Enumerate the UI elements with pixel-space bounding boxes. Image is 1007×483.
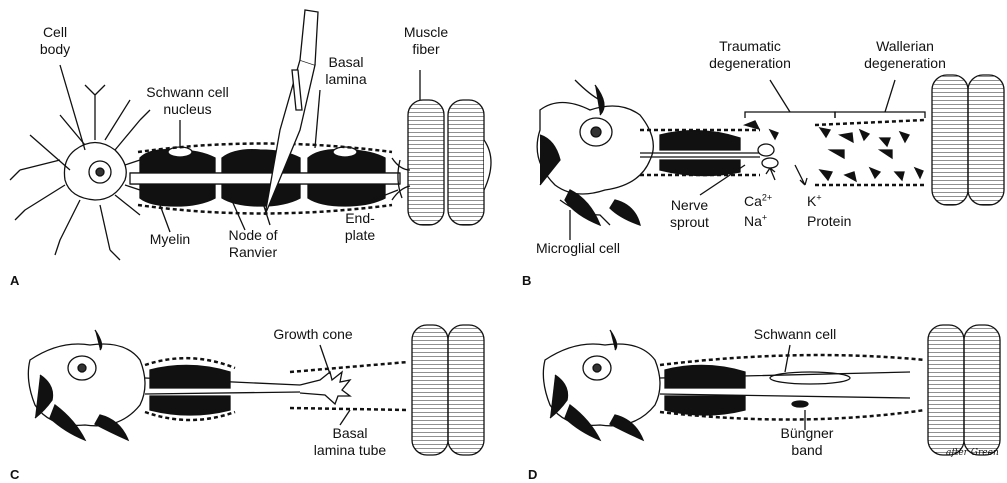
panel-b <box>537 75 1004 240</box>
label-calcium-ion: Ca2+ <box>744 193 772 210</box>
muscle-fiber-b <box>932 75 968 205</box>
label-schwann-cell: Schwann cell <box>745 326 845 343</box>
muscle-fiber-c <box>412 325 448 455</box>
label-end-plate: End-plate <box>340 210 380 244</box>
muscle-fiber-a <box>408 100 444 225</box>
panel-letter-b: B <box>522 273 531 288</box>
panel-letter-d: D <box>528 467 537 482</box>
label-growth-cone: Growth cone <box>263 326 363 343</box>
credit-after-green: after Green <box>946 448 999 458</box>
microglial-cell <box>540 135 560 185</box>
panel-letter-a: A <box>10 273 19 288</box>
label-sodium-ion: Na+ <box>744 213 767 230</box>
label-potassium-ion: K+ <box>807 193 822 210</box>
neuron-cell-body-a <box>10 85 150 260</box>
label-protein: Protein <box>807 213 851 230</box>
muscle-fiber-d <box>928 325 964 455</box>
basal-lamina-tube <box>290 362 408 410</box>
label-microglial-cell: Microglial cell <box>523 240 633 257</box>
growth-cone <box>300 372 350 404</box>
panel-letter-c: C <box>10 467 19 482</box>
label-myelin: Myelin <box>140 231 200 248</box>
panel-c <box>28 325 484 455</box>
